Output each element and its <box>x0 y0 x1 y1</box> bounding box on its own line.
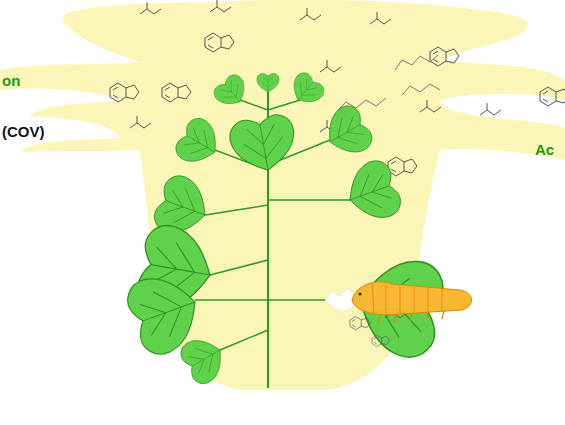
side-label: Ac <box>535 142 554 159</box>
side-label: (COV) <box>2 124 45 141</box>
volatile-cloud <box>0 0 565 390</box>
caterpillar <box>352 282 472 322</box>
side-label: on <box>2 73 20 90</box>
